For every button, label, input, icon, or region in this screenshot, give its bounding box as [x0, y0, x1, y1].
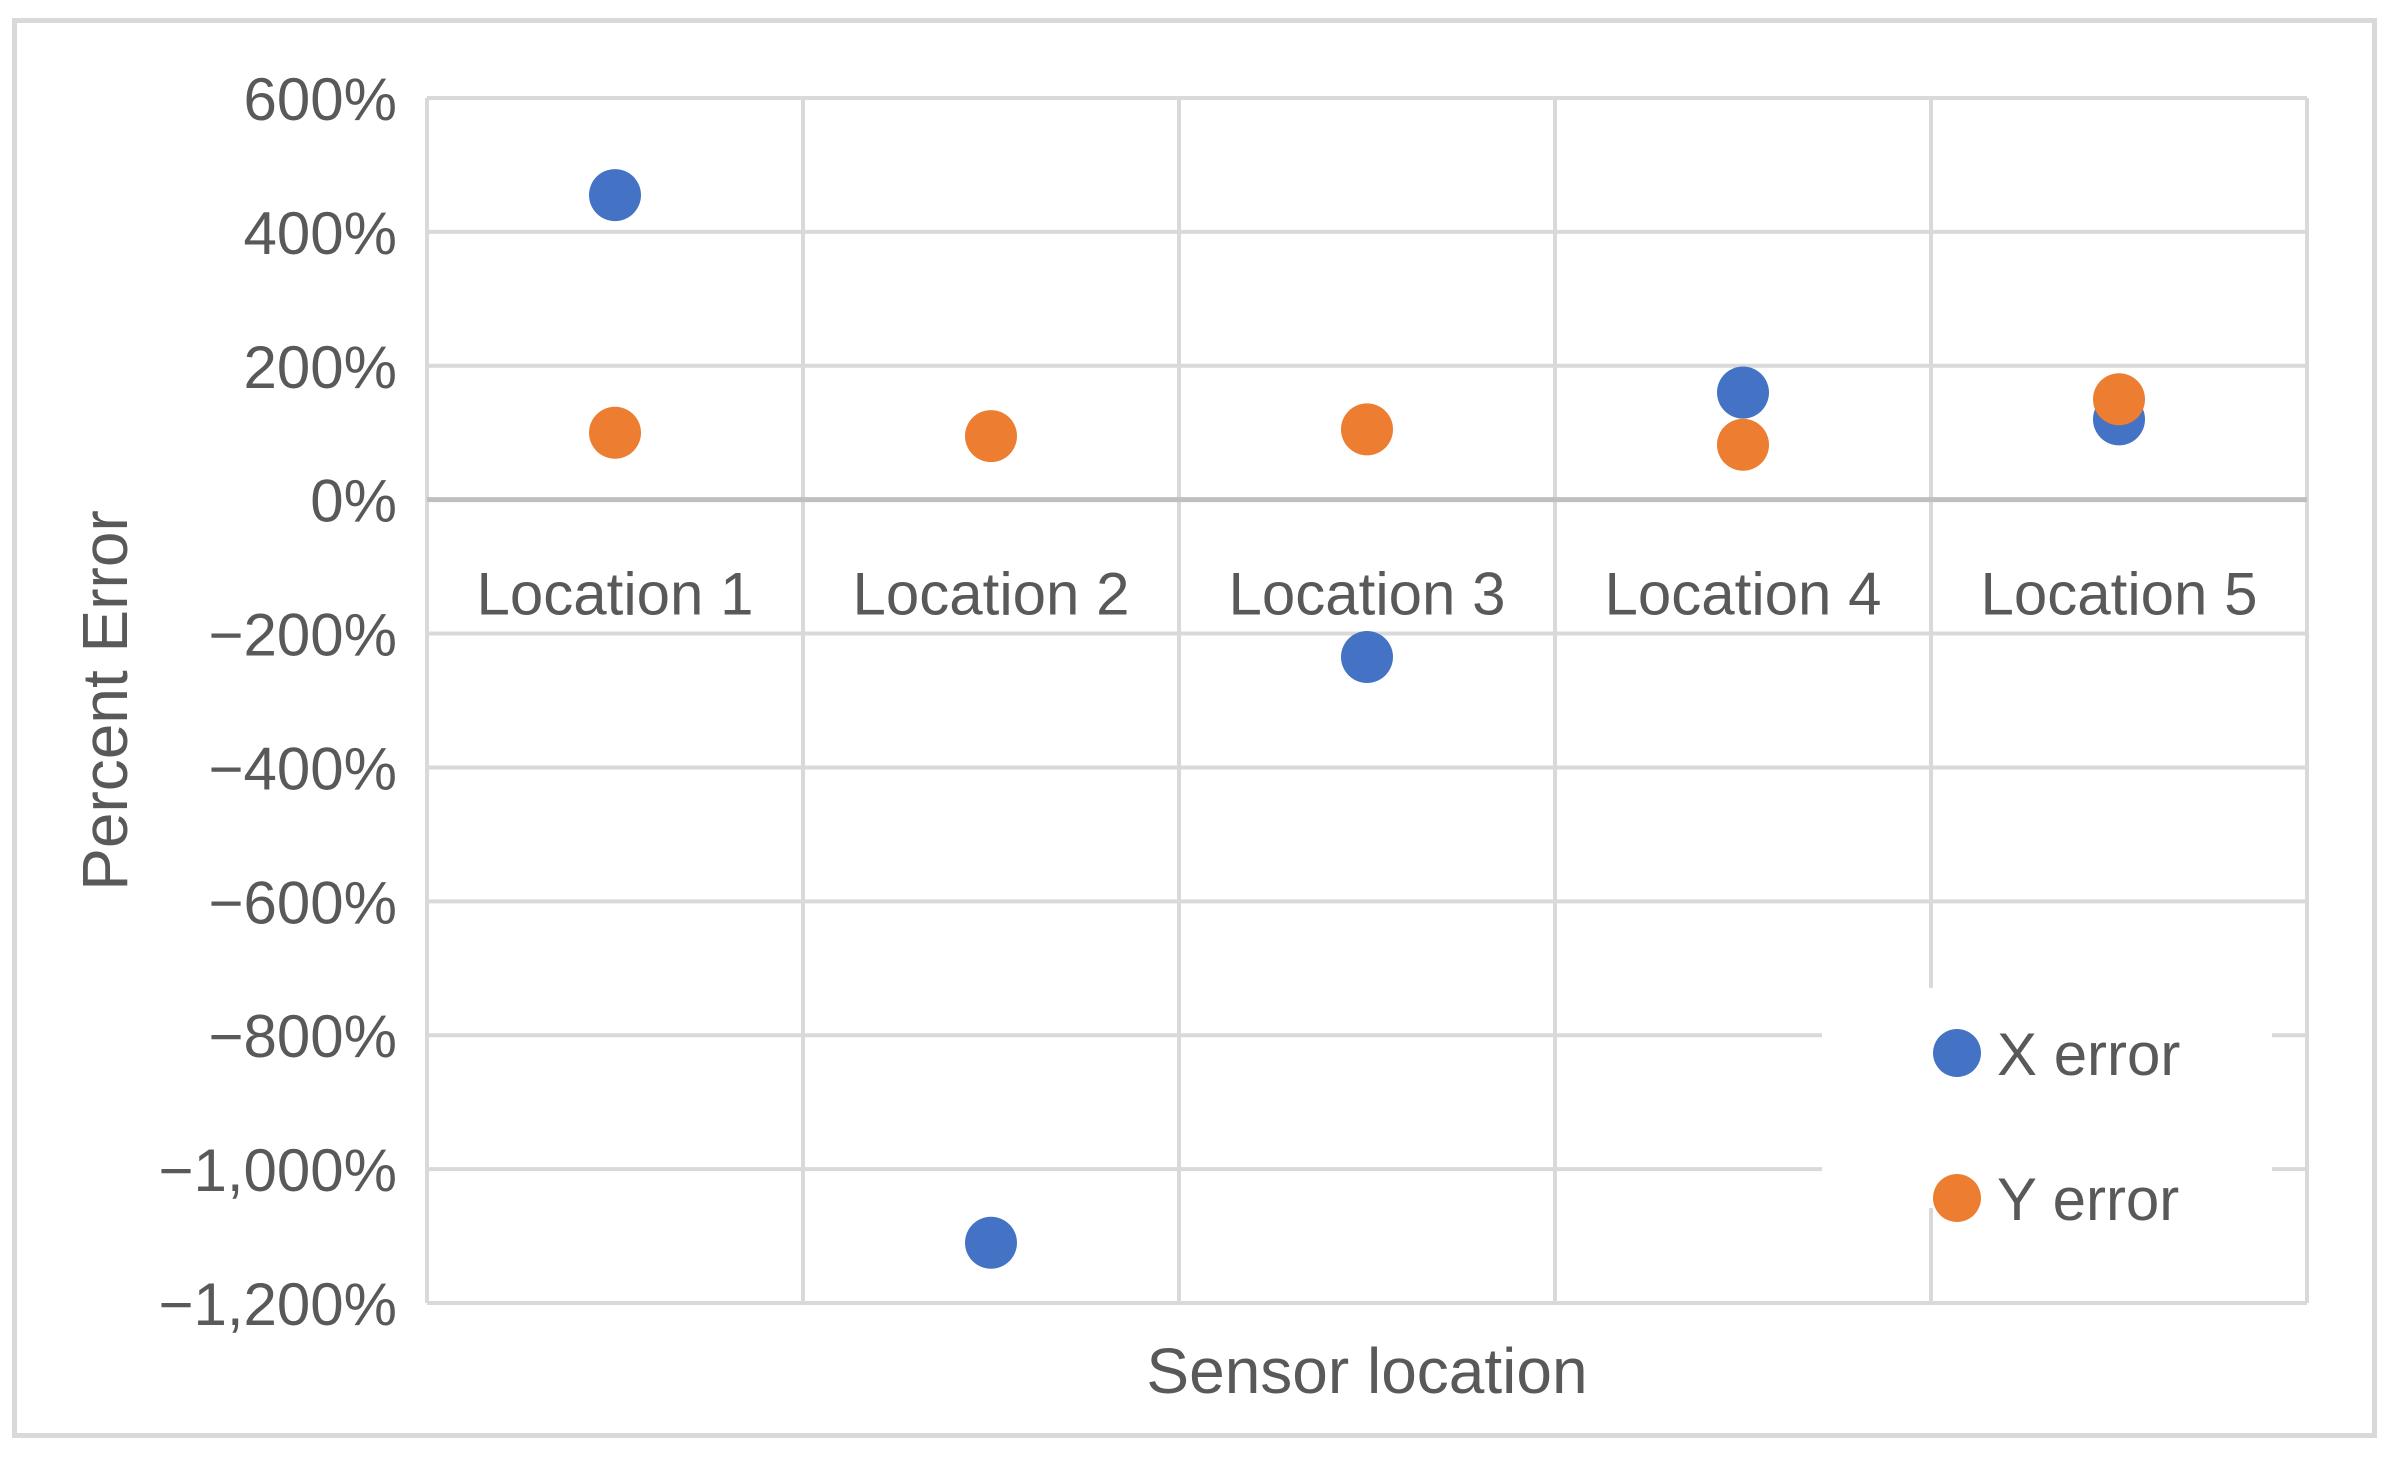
legend-background [1822, 988, 2272, 1208]
chart-frame: 600% 400% 200% 0% −200% −400% −600% −800% −1,000… [12, 18, 2377, 1438]
x-category-label: Location 5 [1981, 561, 2258, 628]
data-point-x-error [589, 169, 641, 222]
y-tick-label: 0% [310, 468, 397, 535]
data-point-x-error [1341, 630, 1393, 683]
y-tick-label: 200% [244, 334, 397, 401]
y-axis-title: Percent Error [69, 510, 141, 891]
data-point-y-error [1717, 418, 1769, 471]
legend: X error Y error [1822, 988, 2272, 1233]
y-tick-label: −1,200% [158, 1271, 397, 1338]
y-tick-label: 600% [244, 66, 397, 133]
x-category-label: Location 1 [477, 561, 754, 628]
y-tick-label: −400% [209, 735, 398, 802]
legend-label: X error [1997, 1021, 2180, 1088]
data-points [589, 169, 2145, 1269]
y-tick-label: −600% [209, 869, 398, 936]
legend-marker [1933, 1029, 1981, 1077]
y-tick-label: −1,000% [158, 1137, 397, 1204]
data-point-y-error [965, 410, 1017, 463]
data-point-y-error [1341, 403, 1393, 456]
scatter-chart: 600% 400% 200% 0% −200% −400% −600% −800% −1,000… [69, 66, 2309, 1407]
data-point-y-error [589, 406, 641, 459]
y-axis-tick-labels: 600% 400% 200% 0% −200% −400% −600% −800% −1,000… [158, 66, 397, 1338]
data-point-x-error [1717, 366, 1769, 419]
data-point-x-error [965, 1216, 1017, 1269]
x-axis-title: Sensor location [1146, 1335, 1587, 1407]
x-category-label: Location 2 [853, 561, 1130, 628]
x-category-label: Location 3 [1229, 561, 1506, 628]
y-tick-label: 400% [244, 200, 397, 267]
legend-label: Y error [1997, 1166, 2179, 1233]
data-point-y-error [2093, 373, 2145, 426]
legend-marker [1933, 1174, 1981, 1222]
y-tick-label: −200% [209, 602, 398, 669]
x-axis-category-labels: Location 1 Location 2 Location 3 Location 4… [477, 561, 2258, 628]
x-category-label: Location 4 [1605, 561, 1882, 628]
y-tick-label: −800% [209, 1003, 398, 1070]
